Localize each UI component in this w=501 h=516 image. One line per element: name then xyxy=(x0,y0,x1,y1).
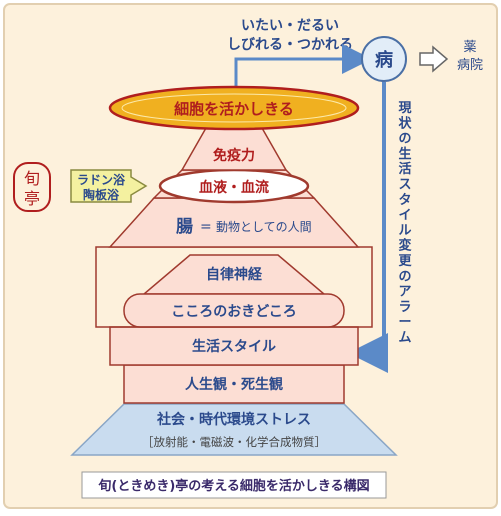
vertical-alarm-char: イ xyxy=(398,208,411,223)
vertical-alarm-char: 現 xyxy=(398,101,411,116)
gut-eq-label: = xyxy=(200,219,212,235)
vertical-alarm-char: 変 xyxy=(398,238,411,254)
society-label: 社会・時代環境ストレス xyxy=(156,411,311,428)
vertical-alarm-char: ス xyxy=(398,178,411,193)
immunity-label: 免疫力 xyxy=(213,147,255,164)
caption-box xyxy=(81,471,387,499)
arrow-to-disease xyxy=(234,44,372,88)
disease-label: 病 xyxy=(375,49,393,71)
bath-line1: ラドン浴 xyxy=(77,172,126,187)
autonomic-label: 自律神経 xyxy=(206,266,263,283)
bath-callout xyxy=(70,169,148,203)
top-ellipse-label: 細胞を活かしきる xyxy=(174,100,294,118)
seal-line1: 旬 xyxy=(24,169,40,188)
vertical-alarm-char: ア xyxy=(398,285,411,300)
arrow-to-medicine-icon xyxy=(419,45,449,73)
lifestyle-label: 生活スタイル xyxy=(192,338,276,355)
medicine-line2: 病院 xyxy=(457,58,483,73)
vertical-alarm-char: ム xyxy=(398,331,411,346)
medicine-line1: 薬 xyxy=(463,40,476,55)
gut-sub-label: 動物としての人間 xyxy=(216,220,312,234)
caption: 旬(ときめき)亭の考える細胞を活かしきる構図 xyxy=(97,478,369,494)
vertical-alarm-char: 生 xyxy=(398,146,411,162)
layer-society xyxy=(70,403,398,456)
vertical-alarm-char: の xyxy=(398,132,411,147)
gut-main-label: 腸 xyxy=(176,217,193,237)
vertical-alarm-char: ラ xyxy=(398,300,411,315)
disease-circle xyxy=(361,36,407,82)
top-ellipse xyxy=(108,85,360,131)
vertical-alarm-char: ル xyxy=(398,223,411,238)
society-sub-label: ［放射能・電磁波・化学合成物質］ xyxy=(142,435,326,449)
seal-line2: 亭 xyxy=(24,189,40,208)
bath-line2: 陶板浴 xyxy=(83,187,120,202)
vertical-alarm-char: の xyxy=(398,269,411,284)
heart-label: こころのおきどころ xyxy=(171,304,297,320)
blood-label: 血液・血流 xyxy=(199,179,269,196)
vertical-alarm-char: 活 xyxy=(398,161,411,177)
top-ellipse-inner xyxy=(121,93,347,123)
outlook-label: 人生観・死生観 xyxy=(185,376,283,393)
alarm-arrow xyxy=(348,82,388,373)
symptoms-line2: しびれる・つかれる xyxy=(227,37,353,53)
vertical-alarm-char: タ xyxy=(398,193,411,208)
vertical-alarm-char: 状 xyxy=(398,115,412,131)
vertical-alarm-char: 更 xyxy=(398,254,412,269)
layer-lifestyle xyxy=(109,326,359,366)
vertical-alarm-char: ー xyxy=(398,315,411,330)
seal-stamp xyxy=(13,162,51,212)
symptoms-line1: いたい・だるい xyxy=(241,18,339,34)
